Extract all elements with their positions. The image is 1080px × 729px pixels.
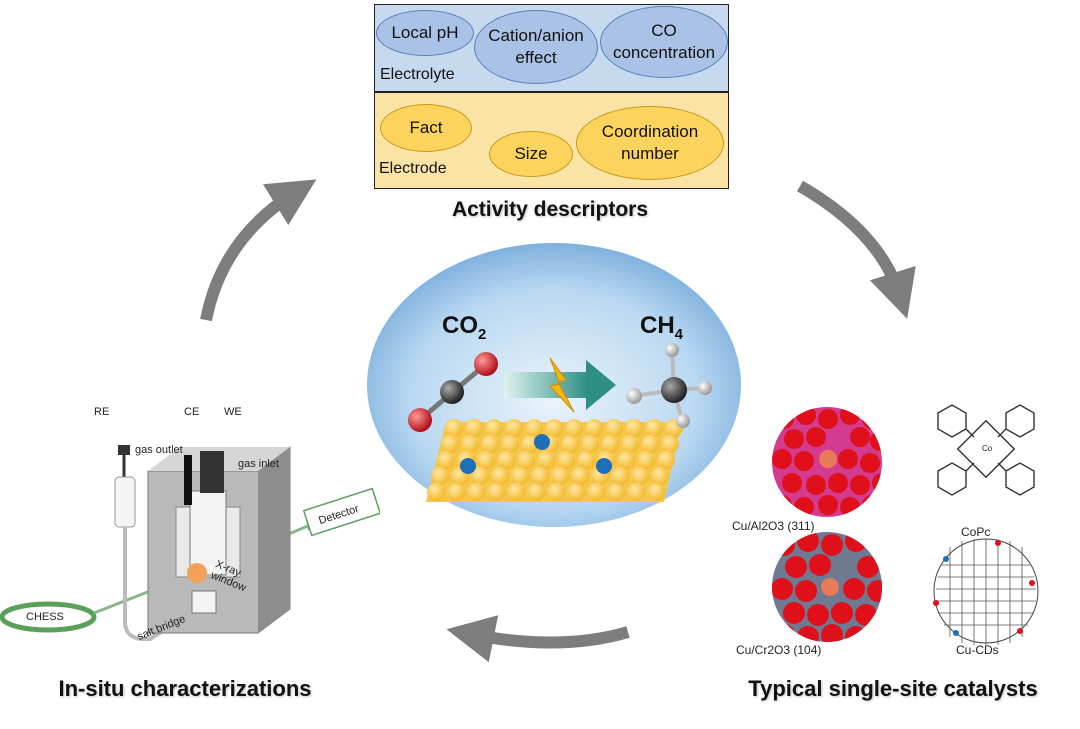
reaction-arrow	[504, 360, 616, 410]
ch4-molecule	[626, 343, 712, 428]
insitu-title: In-situ characterizations	[58, 676, 312, 701]
oval-local-ph: Local pH	[376, 10, 474, 56]
catalysts-title: Typical single-site catalysts	[748, 676, 1038, 701]
co2-molecule	[408, 352, 498, 432]
we-label: WE	[224, 406, 242, 418]
arrow-left-up	[200, 179, 317, 322]
arrow-bottom-left	[446, 615, 630, 663]
electrolyte-label: Electrolyte	[380, 66, 455, 83]
cu-cds-structure	[933, 538, 1039, 645]
oval-cation-anion: Cation/anion effect	[474, 10, 598, 84]
electrode-label: Electrode	[379, 160, 447, 177]
cu-al2o3-structure	[772, 407, 882, 517]
co2-label: CO2	[442, 312, 487, 343]
cu-cr2o3-structure	[772, 532, 882, 642]
cu-al2o3-label: Cu/Al2O3 (311)	[732, 519, 815, 533]
lightning-icon	[549, 357, 575, 413]
ce-label: CE	[184, 406, 200, 418]
catalyst-slab	[426, 419, 683, 502]
chess-label: CHESS	[26, 611, 64, 623]
catalyst-structures	[772, 404, 1039, 645]
gas-outlet-label: gas outlet	[135, 444, 183, 456]
co-atom-label: Co	[982, 444, 993, 453]
ch4-label: CH4	[640, 312, 684, 343]
copc-structure	[937, 404, 1035, 496]
oval-co-concentration: CO concentration	[600, 6, 728, 78]
activity-descriptors-title: Activity descriptors	[451, 198, 649, 221]
oval-size: Size	[489, 131, 573, 177]
cu-cds-label: Cu-CDs	[956, 643, 999, 657]
cu-cr2o3-label: Cu/Cr2O3 (104)	[736, 643, 822, 657]
arrow-right-down	[797, 180, 916, 319]
oval-fact: Fact	[380, 104, 472, 152]
oval-coordination-number: Coordination number	[576, 106, 724, 180]
gas-inlet-label: gas inlet	[238, 458, 279, 470]
insitu-cell	[0, 445, 380, 642]
re-label: RE	[94, 406, 110, 418]
copc-label: CoPc	[961, 525, 991, 539]
reaction-circle	[367, 243, 741, 527]
